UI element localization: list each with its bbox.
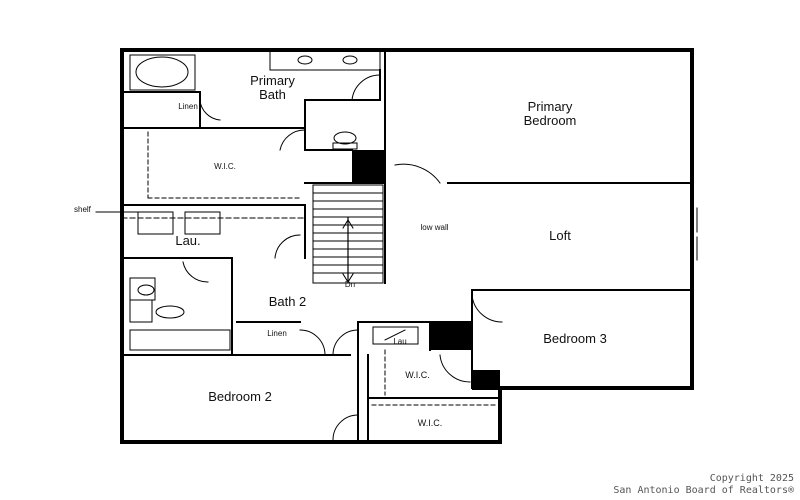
wic-top-label: W.I.C. [214,162,236,171]
primary-bedroom-label: Primary Bedroom [523,99,577,129]
primary-bath-label: Primary Bath [250,73,295,103]
loft-label: Loft [549,228,571,243]
fixtures [95,49,698,406]
copyright-line1: Copyright 2025 [709,473,794,484]
linen-top-label: Linen [178,102,198,111]
wic-mid-label: W.I.C. [405,370,430,380]
bath2-label: Bath 2 [268,294,307,309]
bedroom3-label: Bedroom 3 [543,331,607,346]
linen-bottom-label: Linen [267,329,287,338]
shelf-label: shelf [74,205,91,214]
copyright-notice: Copyright 2025 San Antonio Board of Real… [613,473,794,496]
wall-blocks [352,150,500,390]
lau-small-label: Lau [393,337,407,346]
stairs-down-label: Dn [344,280,356,289]
laundry-label: Lau. [175,233,201,248]
staircase [312,184,384,284]
door-swings [182,74,503,441]
wic-bottom-label: W.I.C. [417,418,443,428]
bedroom2-label: Bedroom 2 [208,389,272,404]
low-wall-label: low wall [420,223,449,232]
copyright-line2: San Antonio Board of Realtors® [613,484,794,496]
